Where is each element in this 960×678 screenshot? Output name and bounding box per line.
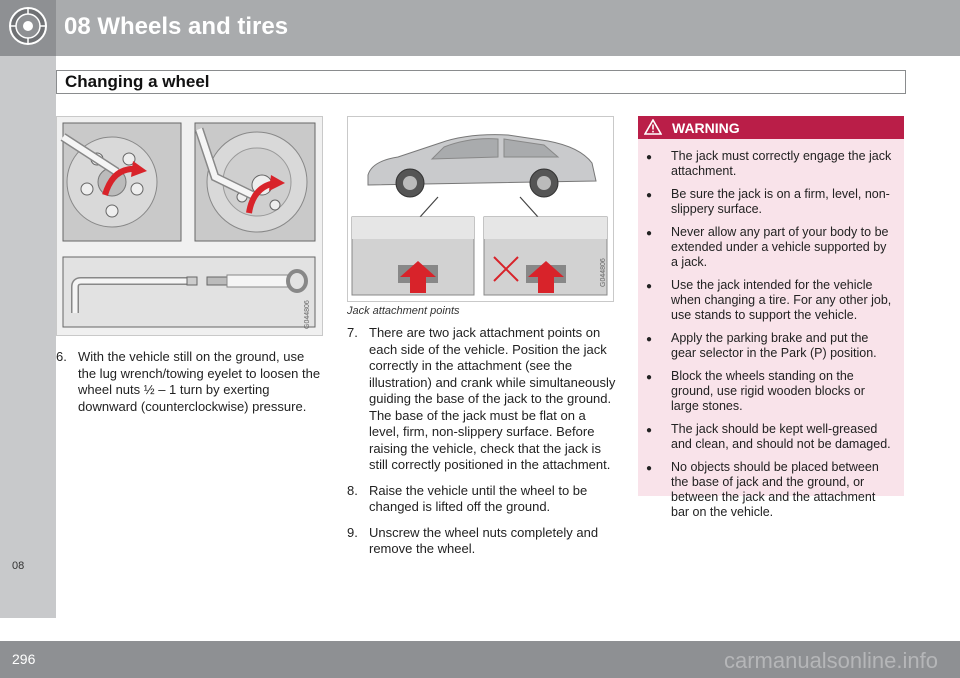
bullet-icon: ● [646, 372, 653, 383]
warning-list: ● The jack must correctly engage the jack… [638, 139, 904, 520]
step-text: Unscrew the wheel nuts completely and re… [369, 524, 599, 557]
bullet-icon: ● [646, 228, 653, 239]
section-bar: Changing a wheel [56, 70, 906, 94]
step-number: 7. [347, 325, 358, 340]
bullet-icon: ● [646, 334, 653, 345]
chapter-side-strip [0, 56, 56, 618]
figure-code-right: G044806 [600, 258, 607, 287]
list-item: 8. Raise the vehicle until the wheel to … [347, 483, 617, 516]
jack-points-figure: G044806 [347, 116, 614, 302]
warning-text: No objects should be placed between the … [671, 460, 879, 519]
warning-text: The jack must correctly engage the jack … [671, 149, 892, 178]
list-item: 6. With the vehicle still on the ground,… [56, 349, 324, 415]
page-footer [0, 641, 960, 678]
list-item: ● Use the jack intended for the vehicle w… [646, 278, 896, 323]
watermark: carmanualsonline.info [723, 648, 938, 673]
wheel-nut-figure: G044806 [56, 116, 323, 336]
step-text: With the vehicle still on the ground, us… [78, 349, 321, 414]
warning-text: The jack should be kept well-greased and… [671, 422, 891, 451]
warning-title: WARNING [672, 120, 740, 136]
left-steps: 6. With the vehicle still on the ground,… [56, 349, 324, 424]
step-number: 9. [347, 524, 358, 540]
step-number: 6. [56, 349, 67, 364]
warning-text: Never allow any part of your body to be … [671, 225, 889, 269]
tire-icon [9, 7, 47, 45]
bullet-icon: ● [646, 190, 653, 201]
warning-box: WARNING ● The jack must correctly engage … [638, 116, 904, 519]
list-item: ● Never allow any part of your body to be… [646, 225, 896, 270]
list-item: ● The jack should be kept well-greased an… [646, 422, 896, 452]
list-item: 9. Unscrew the wheel nuts completely and… [347, 525, 617, 558]
bullet-icon: ● [646, 463, 653, 474]
chapter-title: 08 Wheels and tires [64, 13, 289, 40]
page-header: 08 Wheels and tires [0, 0, 960, 56]
page-number: 296 [12, 651, 36, 667]
step-text: There are two jack attachment points on … [369, 325, 616, 472]
mid-steps: 7. There are two jack attachment points … [347, 325, 617, 567]
chapter-tab [0, 0, 56, 56]
warning-text: Use the jack intended for the vehicle wh… [671, 278, 892, 322]
list-item: ● No objects should be placed between the… [646, 460, 896, 520]
list-item: ● Apply the parking brake and put the gea… [646, 331, 896, 361]
warning-text: Apply the parking brake and put the gear… [671, 331, 877, 360]
warning-text: Block the wheels standing on the ground,… [671, 369, 865, 413]
figure-caption: Jack attachment points [347, 305, 460, 317]
warning-text: Be sure the jack is on a firm, level, no… [671, 187, 890, 216]
step-number: 8. [347, 482, 358, 498]
section-title: Changing a wheel [65, 72, 210, 91]
bullet-icon: ● [646, 281, 653, 292]
list-item: ● Be sure the jack is on a firm, level, n… [646, 187, 896, 217]
chapter-side-label: 08 [12, 560, 25, 572]
bullet-icon: ● [646, 425, 653, 436]
step-text: Raise the vehicle until the wheel to be … [369, 482, 588, 515]
bullet-icon: ● [646, 152, 653, 163]
figure-code-left: G044806 [304, 300, 311, 329]
list-item: ● The jack must correctly engage the jack… [646, 149, 896, 179]
list-item: 7. There are two jack attachment points … [347, 325, 617, 474]
list-item: ● Block the wheels standing on the ground… [646, 369, 896, 414]
warning-triangle-icon [644, 119, 662, 135]
warning-header: WARNING [638, 116, 904, 139]
